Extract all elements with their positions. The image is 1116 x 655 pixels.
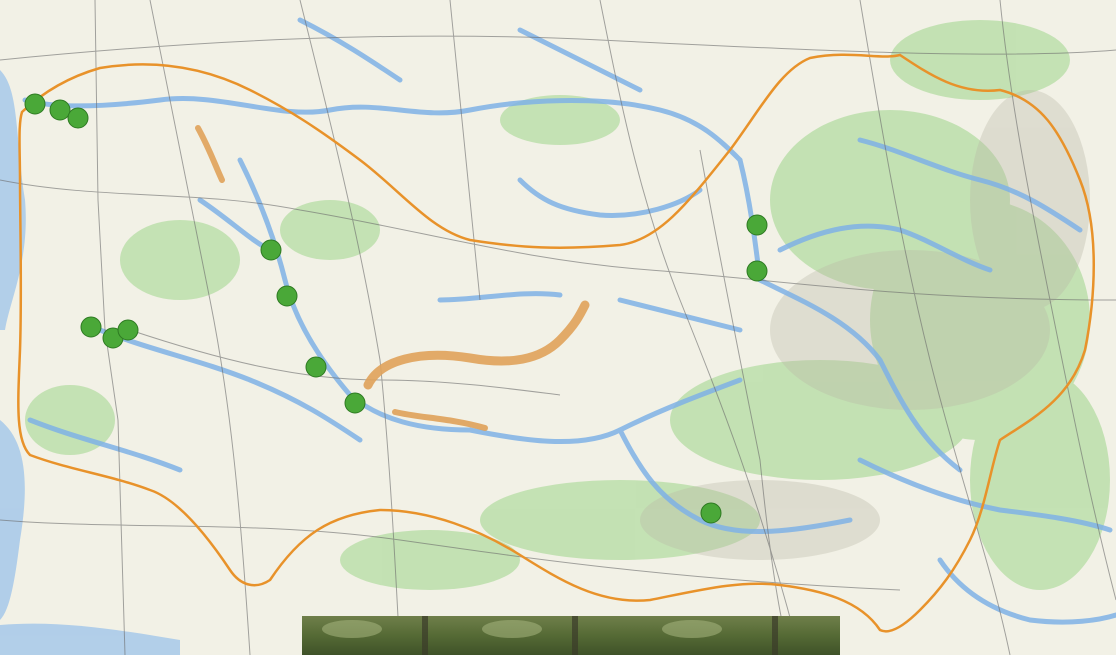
road [599, 0, 801, 655]
river [857, 137, 1083, 233]
river [517, 177, 703, 218]
road [94, 0, 126, 655]
inset-photo [302, 616, 840, 655]
site-marker[interactable] [746, 214, 768, 236]
road [0, 35, 1116, 61]
river [22, 96, 743, 163]
site-marker[interactable] [260, 239, 282, 261]
site-marker[interactable] [24, 93, 46, 115]
site-marker[interactable] [276, 285, 298, 307]
river [297, 17, 403, 83]
site-marker[interactable] [49, 99, 71, 121]
site-marker[interactable] [80, 316, 102, 338]
tree-trunk [572, 616, 578, 655]
river [517, 27, 643, 93]
site-marker[interactable] [67, 107, 89, 129]
site-marker[interactable] [746, 260, 768, 282]
tree-trunk [422, 616, 428, 655]
river [27, 417, 183, 473]
river [97, 327, 363, 443]
road [699, 149, 791, 655]
canopy-highlight [662, 620, 722, 638]
canopy-highlight [322, 620, 382, 638]
road [0, 179, 1116, 301]
road [0, 519, 901, 591]
road [149, 0, 251, 655]
river [617, 297, 743, 333]
site-marker[interactable] [344, 392, 366, 414]
site-marker[interactable] [117, 319, 139, 341]
river [857, 457, 1113, 533]
tree-trunk [772, 616, 778, 655]
river [237, 157, 473, 433]
observation-sites [24, 93, 768, 524]
water-bodies [0, 70, 180, 655]
road [299, 0, 401, 655]
river [937, 557, 1116, 625]
study-area-boundary [17, 53, 1095, 633]
highlighted-tracks [195, 125, 590, 431]
river [617, 427, 853, 534]
road [449, 0, 481, 301]
vegetation-layer [25, 20, 1110, 590]
site-marker[interactable] [700, 502, 722, 524]
site-marker[interactable] [305, 356, 327, 378]
river [777, 223, 993, 273]
road [859, 0, 1011, 655]
river [437, 291, 563, 303]
canopy-highlight [482, 620, 542, 638]
